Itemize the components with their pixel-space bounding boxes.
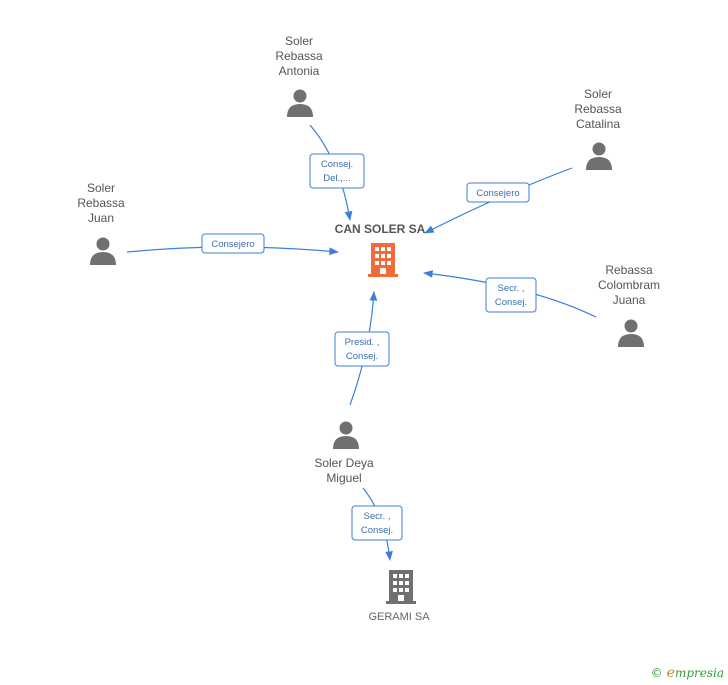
svg-text:GERAMI SA: GERAMI SA <box>368 611 430 623</box>
svg-text:Consej.: Consej. <box>321 159 353 170</box>
svg-text:Secr. ,: Secr. , <box>364 511 391 522</box>
svg-text:Rebassa: Rebassa <box>574 102 622 116</box>
svg-text:Consejero: Consejero <box>211 239 254 250</box>
person-antonia[interactable]: Soler Rebassa Antonia <box>275 34 323 117</box>
building-icon <box>368 243 398 277</box>
svg-text:Soler: Soler <box>584 87 612 101</box>
role-box-gerami[interactable]: Secr. , Consej. <box>351 505 403 541</box>
person-icon <box>586 142 612 170</box>
svg-text:Presid. ,: Presid. , <box>345 337 380 348</box>
brand-name: mpresia <box>674 666 724 680</box>
role-box-miguel[interactable]: Presid. , Consej. <box>334 331 390 367</box>
svg-text:Juana: Juana <box>613 293 646 307</box>
svg-text:Soler Deya: Soler Deya <box>314 456 374 470</box>
building-icon <box>386 570 416 604</box>
person-icon <box>90 237 116 265</box>
person-icon <box>618 319 644 347</box>
role-box-antonia[interactable]: Consej. Del.,... <box>309 153 365 189</box>
person-icon <box>287 89 313 117</box>
svg-text:Antonia: Antonia <box>279 64 320 78</box>
svg-text:Colombram: Colombram <box>598 278 660 292</box>
svg-text:Consej.: Consej. <box>495 297 527 308</box>
copyright-symbol: © <box>650 666 663 680</box>
svg-text:Secr. ,: Secr. , <box>498 283 525 294</box>
role-box-juan[interactable]: Consejero <box>201 233 265 254</box>
svg-text:Del.,...: Del.,... <box>323 173 350 184</box>
person-juana[interactable]: Rebassa Colombram Juana <box>598 263 660 347</box>
svg-text:Soler: Soler <box>87 181 115 195</box>
svg-text:Juan: Juan <box>88 211 114 225</box>
role-box-juana[interactable]: Secr. , Consej. <box>485 277 537 313</box>
svg-text:Miguel: Miguel <box>326 471 361 485</box>
person-miguel[interactable]: Soler Deya Miguel <box>314 421 374 486</box>
svg-text:Consej.: Consej. <box>361 525 393 536</box>
svg-text:Consejero: Consejero <box>476 188 519 199</box>
company-gerami-sa[interactable]: GERAMI SA <box>368 570 430 623</box>
empresia-watermark: ©empresia <box>651 665 724 681</box>
svg-text:Catalina: Catalina <box>576 117 620 131</box>
svg-text:Consej.: Consej. <box>346 351 378 362</box>
role-box-catalina[interactable]: Consejero <box>466 182 530 203</box>
svg-text:Rebassa: Rebassa <box>605 263 653 277</box>
company-can-soler-sa[interactable]: CAN SOLER SA <box>335 222 426 277</box>
svg-text:Rebassa: Rebassa <box>77 196 125 210</box>
svg-text:Rebassa: Rebassa <box>275 49 323 63</box>
svg-text:Soler: Soler <box>285 34 313 48</box>
person-catalina[interactable]: Soler Rebassa Catalina <box>574 87 622 170</box>
brand-initial: e <box>666 665 675 681</box>
svg-text:CAN SOLER SA: CAN SOLER SA <box>335 222 426 236</box>
person-icon <box>333 421 359 449</box>
person-juan[interactable]: Soler Rebassa Juan <box>77 181 125 265</box>
